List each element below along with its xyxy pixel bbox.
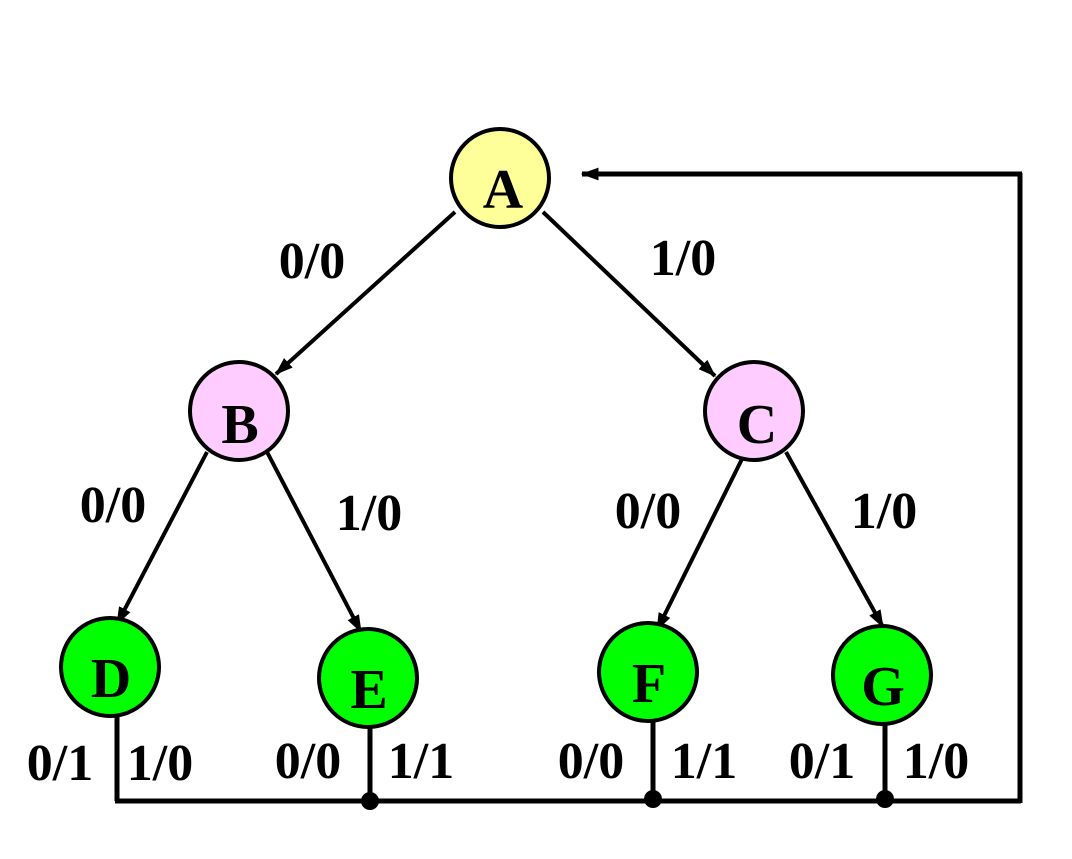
edge-b-e [264, 449, 363, 634]
node-a-label: A [483, 159, 524, 221]
return-label-f-1: 1/1 [671, 733, 737, 790]
edge-label-b-e: 1/0 [336, 485, 402, 542]
edge-label-c-f: 0/0 [615, 483, 681, 540]
return-label-d-1: 1/0 [127, 735, 193, 792]
edge-c-f [655, 458, 744, 632]
node-f-label: F [632, 653, 666, 715]
node-c-label: C [737, 394, 777, 456]
return-label-e-1: 1/1 [388, 733, 454, 790]
edge-a-b [274, 210, 457, 376]
edge-a-c [541, 210, 717, 378]
node-b-label: B [221, 394, 258, 456]
node-g [831, 624, 933, 726]
edge-label-c-g: 1/0 [851, 483, 917, 540]
return-label-f-0: 0/0 [558, 733, 624, 790]
node-g-label: G [861, 656, 905, 718]
edge-c-g [784, 451, 885, 629]
node-c [703, 360, 805, 462]
return-label-g-1: 1/0 [903, 733, 969, 790]
node-d [59, 616, 161, 718]
return-label-g-0: 0/1 [789, 733, 855, 790]
junction-dot-e [361, 792, 379, 810]
return-label-e-0: 0/0 [275, 733, 341, 790]
edge-label-a-b: 0/0 [279, 233, 345, 290]
edge-b-d [115, 451, 209, 626]
return-label-d-0: 0/1 [27, 735, 93, 792]
node-b [188, 360, 290, 462]
node-e [317, 627, 419, 729]
edge-label-b-d: 0/0 [80, 477, 146, 534]
edge-label-a-c: 1/0 [650, 230, 716, 287]
node-f [597, 621, 699, 723]
junction-dot-f [644, 790, 662, 808]
junction-dot-g [876, 790, 894, 808]
node-e-label: E [350, 659, 387, 721]
node-d-label: D [91, 648, 131, 710]
node-a [449, 127, 551, 229]
